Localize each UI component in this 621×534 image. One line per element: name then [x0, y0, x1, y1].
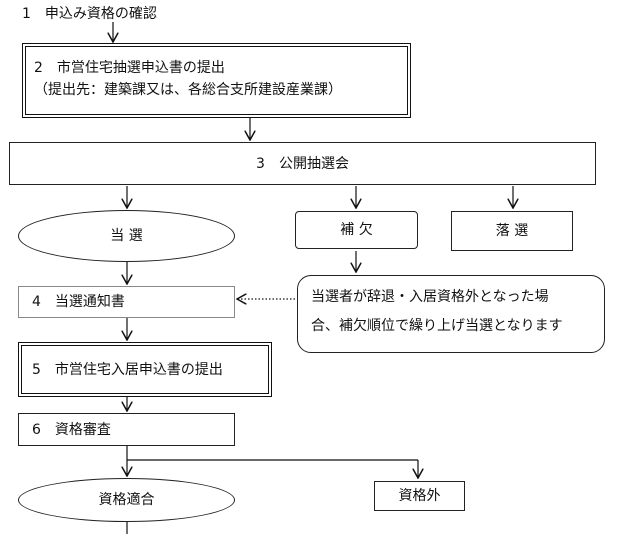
outcome-ineligible-label: 資格外: [398, 488, 441, 504]
outcome-ineligible-box: 資格外: [374, 481, 465, 511]
step-4-label: 4 当選通知書: [32, 294, 125, 310]
step-2-title: 2 市営住宅抽選申込書の提出: [34, 60, 225, 76]
outcome-eligible-ellipse: 資格適合: [18, 478, 235, 522]
outcome-win-ellipse: 当 選: [18, 210, 235, 262]
step-6-label: 6 資格審査: [32, 421, 111, 438]
outcome-waitlist-label: 補 欠: [340, 222, 373, 238]
outcome-win-label: 当 選: [110, 228, 143, 244]
note-line-1: 当選者が辞退・入居資格外となった場: [311, 289, 549, 305]
step-2-box: 2 市営住宅抽選申込書の提出 （提出先：建築課又は、各総合支所建設産業課）: [22, 43, 411, 118]
step-5-box: 5 市営住宅入居申込書の提出: [18, 342, 272, 397]
step-2-subtitle: （提出先：建築課又は、各総合支所建設産業課）: [34, 82, 342, 98]
outcome-waitlist-box: 補 欠: [295, 211, 418, 249]
step-6-box: 6 資格審査: [18, 413, 235, 446]
step-5-label: 5 市営住宅入居申込書の提出: [32, 361, 223, 378]
outcome-lose-label: 落 選: [495, 223, 529, 239]
note-box: 当選者が辞退・入居資格外となった場 合、補欠順位で繰り上げ当選となります: [297, 275, 605, 353]
step-4-box: 4 当選通知書: [18, 286, 235, 318]
step-3-label: 3 公開抽選会: [256, 155, 349, 172]
step-3-box: 3 公開抽選会: [9, 142, 596, 185]
step-1-label: 1 申込み資格の確認: [22, 6, 157, 22]
outcome-lose-box: 落 選: [451, 211, 573, 251]
outcome-eligible-label: 資格適合: [98, 492, 155, 508]
note-line-2: 合、補欠順位で繰り上げ当選となります: [311, 318, 563, 334]
